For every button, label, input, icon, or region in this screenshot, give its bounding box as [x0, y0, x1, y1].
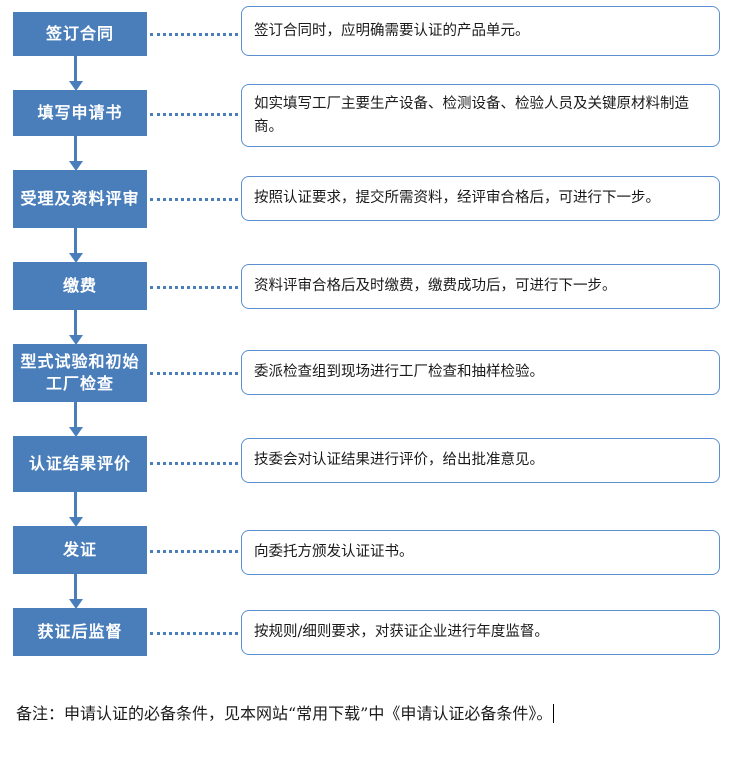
flow-step-issue-certificate[interactable]: 发证: [13, 526, 147, 574]
flow-note-7: 向委托方颁发认证证书。: [241, 530, 720, 575]
flow-note-text: 如实填写工厂主要生产设备、检测设备、检验人员及关键原材料制造商。: [254, 96, 689, 135]
footnote-text: 备注：申请认证的必备条件，见本网站“常用下载”中《申请认证必备条件》。: [16, 704, 553, 723]
flow-note-1: 签订合同时，应明确需要认证的产品单元。: [241, 6, 720, 56]
flow-step-sign-contract[interactable]: 签订合同: [13, 12, 147, 56]
connector-dots-4: [150, 286, 238, 292]
connector-dots-8: [150, 632, 238, 638]
connector-dots-6: [150, 462, 238, 468]
flow-arrow-7: [68, 574, 83, 609]
flow-step-label: 缴费: [62, 276, 97, 296]
flow-step-label: 获证后监督: [37, 622, 123, 642]
connector-dots-7: [150, 550, 238, 556]
footnote: 备注：申请认证的必备条件，见本网站“常用下载”中《申请认证必备条件》。: [16, 697, 716, 731]
flow-arrow-5: [68, 402, 83, 437]
flow-arrow-3: [68, 228, 83, 263]
flow-step-post-certification-supervision[interactable]: 获证后监督: [13, 608, 147, 656]
flow-arrow-6: [68, 492, 83, 527]
flow-note-5: 委派检查组到现场进行工厂检查和抽样检验。: [241, 350, 720, 395]
flow-step-type-test-factory-inspection[interactable]: 型式试验和初始工厂检查: [13, 344, 147, 402]
connector-dots-1: [150, 33, 238, 39]
flow-note-3: 按照认证要求，提交所需资料，经评审合格后，可进行下一步。: [241, 176, 720, 221]
text-caret: [553, 704, 555, 723]
flow-note-6: 技委会对认证结果进行评价，给出批准意见。: [241, 438, 720, 483]
flow-step-result-evaluation[interactable]: 认证结果评价: [13, 436, 147, 492]
flow-note-8: 按规则/细则要求，对获证企业进行年度监督。: [241, 610, 720, 655]
connector-dots-2: [150, 113, 238, 119]
connector-dots-5: [150, 372, 238, 378]
flow-step-label: 型式试验和初始工厂检查: [20, 352, 140, 393]
flow-note-2: 如实填写工厂主要生产设备、检测设备、检验人员及关键原材料制造商。: [241, 84, 720, 147]
flow-note-text: 委派检查组到现场进行工厂检查和抽样检验。: [254, 364, 544, 381]
flow-arrow-2: [68, 136, 83, 171]
flow-note-text: 按规则/细则要求，对获证企业进行年度监督。: [254, 624, 549, 641]
flow-arrow-4: [68, 310, 83, 345]
flow-note-text: 向委托方颁发认证证书。: [254, 544, 414, 561]
flow-note-text: 资料评审合格后及时缴费，缴费成功后，可进行下一步。: [254, 278, 617, 295]
flow-note-text: 按照认证要求，提交所需资料，经评审合格后，可进行下一步。: [254, 190, 660, 207]
connector-dots-3: [150, 198, 238, 204]
flow-step-payment[interactable]: 缴费: [13, 262, 147, 310]
flow-step-label: 发证: [62, 540, 97, 560]
flow-arrow-1: [68, 56, 83, 91]
flow-step-acceptance-review[interactable]: 受理及资料评审: [13, 170, 147, 228]
flow-step-fill-application[interactable]: 填写申请书: [13, 90, 147, 136]
flow-note-text: 技委会对认证结果进行评价，给出批准意见。: [254, 452, 544, 469]
flow-note-text: 签订合同时，应明确需要认证的产品单元。: [254, 22, 530, 39]
flow-step-label: 填写申请书: [37, 103, 123, 123]
flow-note-4: 资料评审合格后及时缴费，缴费成功后，可进行下一步。: [241, 264, 720, 309]
flow-step-label: 签订合同: [45, 24, 114, 44]
flow-step-label: 认证结果评价: [28, 454, 131, 474]
flow-step-label: 受理及资料评审: [20, 189, 140, 209]
